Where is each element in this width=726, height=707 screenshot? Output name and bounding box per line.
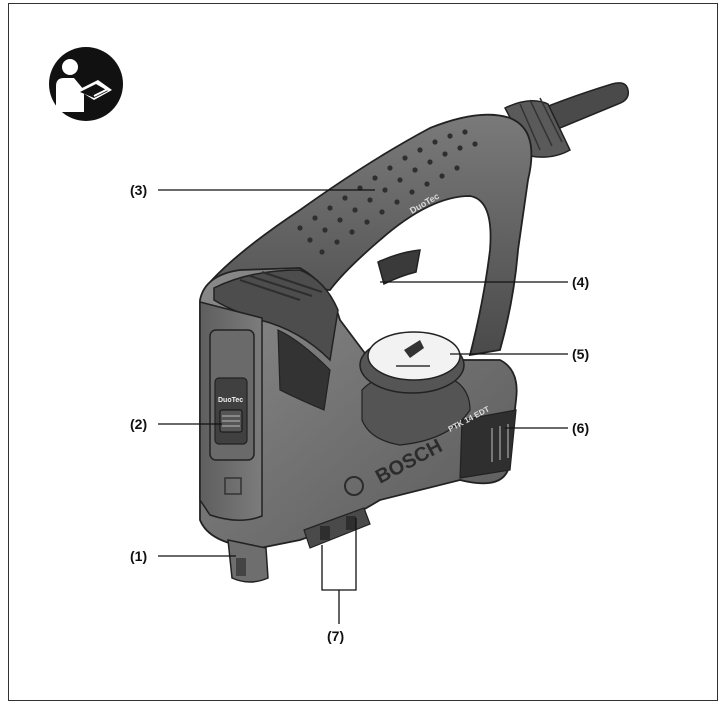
read-manual-icon [49, 47, 123, 121]
figure-frame [8, 3, 718, 701]
callout-3: (3) [130, 182, 148, 198]
callout-5: (5) [572, 346, 590, 362]
impact-dial [359, 331, 465, 394]
switch-duotec-label: DuoTec [218, 397, 243, 404]
brand-emblem-icon [344, 476, 364, 496]
switch-panel: DuoTec [209, 329, 255, 495]
magazine-release [303, 507, 371, 549]
power-cord [503, 82, 630, 158]
trigger [377, 249, 421, 286]
callout-1: (1) [130, 548, 148, 564]
callout-leaders [158, 189, 568, 624]
nose-piece [227, 539, 269, 583]
callout-6: (6) [572, 420, 590, 436]
callout-7: (7) [327, 628, 345, 644]
callout-4: (4) [572, 274, 590, 290]
callout-2: (2) [130, 416, 148, 432]
